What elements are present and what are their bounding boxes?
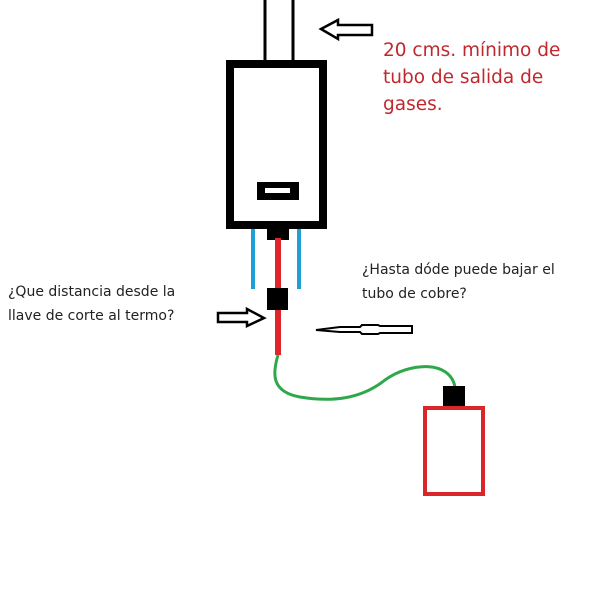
flue-pipe: [263, 0, 295, 62]
water-heater-body: [226, 60, 327, 229]
arrow-right-icon: [216, 306, 267, 328]
arrow-pointer-icon: [315, 324, 413, 335]
arrow-left-icon: [318, 17, 374, 42]
pipe-question-line: ¿Hasta dóde puede bajar el: [362, 262, 555, 278]
heater-outlet-connector: [267, 228, 289, 240]
flue-note-line: gases.: [383, 94, 443, 115]
distance-question-line: ¿Que distancia desde la: [8, 284, 176, 300]
flue-note: 20 cms. mínimo de tubo de salida de gase…: [383, 37, 560, 118]
flue-note-line: tubo de salida de: [383, 67, 544, 88]
shutoff-valve: [267, 288, 288, 310]
flex-hose: [273, 354, 457, 401]
pipe-question-line: tubo de cobre?: [362, 286, 467, 302]
flue-note-line: 20 cms. mínimo de: [383, 40, 561, 61]
heater-display-bar: [265, 188, 290, 193]
distance-question-line: llave de corte al termo?: [8, 308, 175, 324]
termo-tank: [423, 406, 485, 496]
tank-connector: [443, 386, 465, 410]
distance-question: ¿Que distancia desde la llave de corte a…: [8, 280, 175, 328]
pipe-question: ¿Hasta dóde puede bajar el tubo de cobre…: [362, 258, 555, 306]
